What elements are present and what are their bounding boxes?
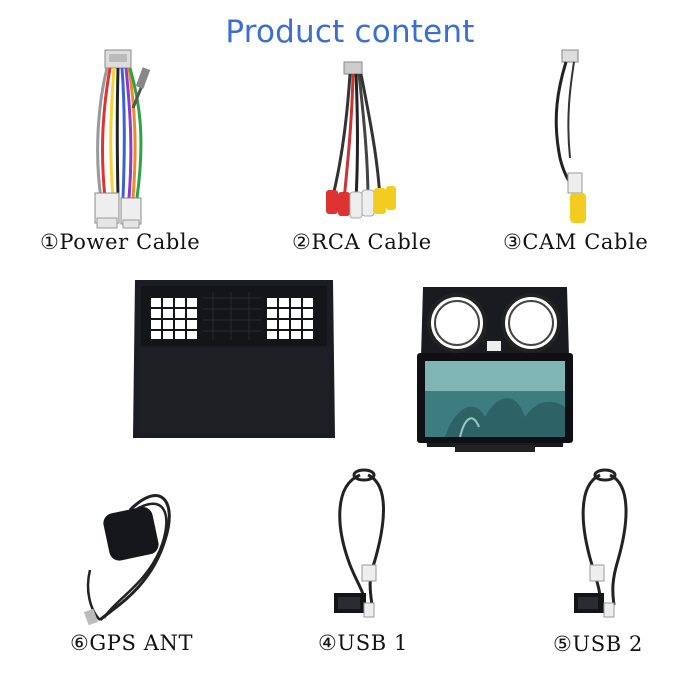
rca-cable-label: ②RCA Cable: [292, 230, 432, 254]
usb-cable-1-image: [320, 465, 395, 630]
power-cable-image: [85, 48, 175, 233]
power-cable-label: ①Power Cable: [40, 230, 201, 254]
usb-cable-1-label: ④USB 1: [318, 631, 408, 655]
usb-cable-2-image: [570, 465, 640, 630]
cam-cable-image: [540, 48, 610, 228]
cam-cable-label: ③CAM Cable: [503, 230, 649, 254]
usb-cable-2-label: ⑤USB 2: [553, 632, 643, 656]
gps-antenna-label: ⑥GPS ANT: [70, 631, 194, 655]
gps-antenna-image: [70, 470, 180, 630]
head-unit-image: [415, 287, 575, 454]
page-title: Product content: [225, 14, 475, 50]
rca-cable-image: [322, 60, 402, 230]
dash-frame-panel-image: [131, 278, 337, 440]
